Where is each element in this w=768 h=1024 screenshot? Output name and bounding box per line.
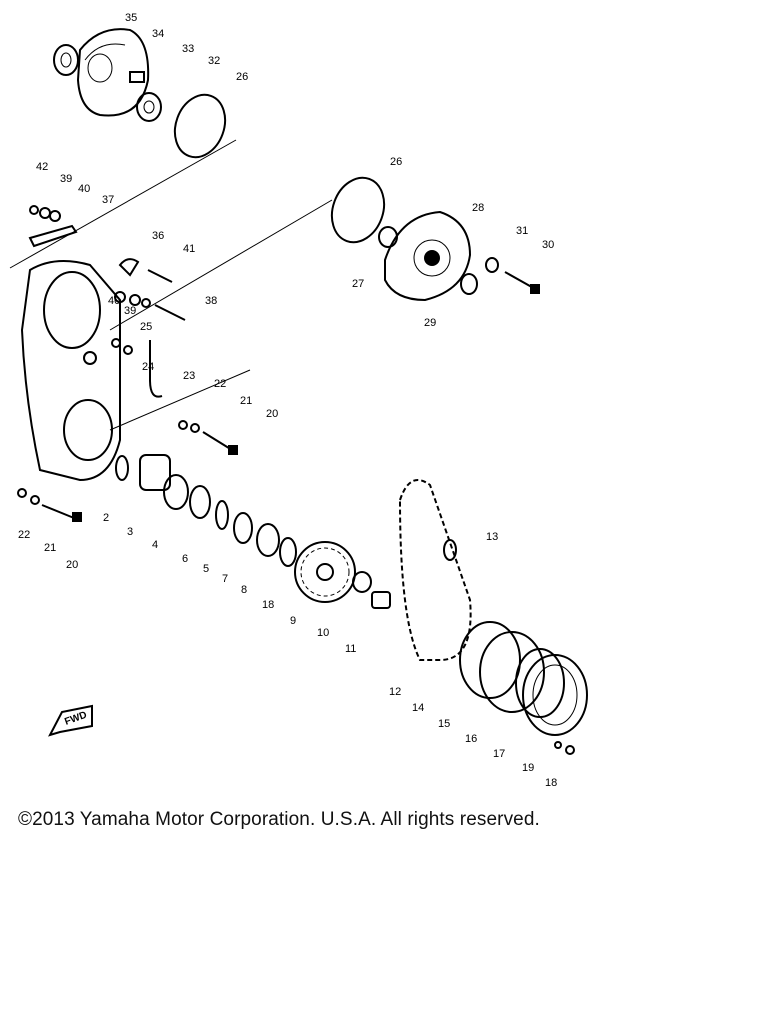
callout-28: 28 [472, 202, 484, 214]
callout-5: 5 [203, 563, 209, 575]
lever-23 [149, 340, 163, 398]
bushing-33 [129, 71, 145, 83]
ring-5 [215, 500, 229, 530]
link-13 [443, 539, 457, 561]
callout-23: 23 [183, 370, 195, 382]
bearing-4 [163, 474, 189, 510]
washer-10 [352, 571, 372, 593]
callout-14: 14 [412, 702, 424, 714]
callout-25: 25 [140, 321, 152, 333]
bolt-41 [147, 269, 173, 283]
callout-3: 3 [127, 526, 133, 538]
callout-24: 24 [142, 361, 154, 373]
shim-18 [279, 537, 297, 567]
shaft-stack [115, 454, 391, 609]
callout-22: 22 [18, 529, 30, 541]
callout-12: 12 [389, 686, 401, 698]
bearing-8 [256, 523, 280, 557]
callout-20: 20 [266, 408, 278, 420]
callout-32: 32 [208, 55, 220, 67]
callout-27: 27 [352, 278, 364, 290]
fwd-label: FWD [63, 710, 88, 728]
clip-36 [118, 258, 140, 277]
callout-19: 19 [522, 762, 534, 774]
seal-27 [378, 226, 398, 248]
callout-6: 6 [182, 553, 188, 565]
callout-9: 9 [290, 615, 296, 627]
callout-26: 26 [236, 71, 248, 83]
callout-22: 22 [214, 378, 226, 390]
callout-16: 16 [465, 733, 477, 745]
callout-21: 21 [240, 395, 252, 407]
callout-29: 29 [424, 317, 436, 329]
callout-37: 37 [102, 194, 114, 206]
rear-drum-group [459, 621, 588, 755]
callout-39: 39 [60, 173, 72, 185]
seal-29 [460, 273, 478, 295]
callout-33: 33 [182, 43, 194, 55]
callout-10: 10 [317, 627, 329, 639]
callout-15: 15 [438, 718, 450, 730]
outer-cover-group [9, 28, 237, 269]
drum-15 [479, 631, 545, 713]
o-ring-26-right [330, 176, 386, 244]
callout-4: 4 [152, 539, 158, 551]
callout-40: 40 [78, 183, 90, 195]
plate-14 [459, 621, 521, 699]
housing-28 [384, 210, 472, 302]
callout-17: 17 [493, 748, 505, 760]
plate-37 [28, 224, 78, 248]
spacer-7 [233, 512, 253, 544]
main-case [20, 260, 251, 482]
bearing-32 [136, 92, 162, 122]
callout-39: 39 [124, 305, 136, 317]
cover-17 [522, 654, 588, 736]
chain-12 [398, 479, 472, 661]
callout-36: 36 [152, 230, 164, 242]
copyright-notice: ©2013 Yamaha Motor Corporation. U.S.A. A… [18, 809, 540, 830]
nut-11 [371, 591, 391, 609]
callout-8: 8 [241, 584, 247, 596]
o-ring-26-top [173, 93, 227, 159]
diagram-canvas: 3534333226262831302729423940373641403938… [9, 12, 588, 789]
callout-20: 20 [66, 559, 78, 571]
callout-13: 13 [486, 531, 498, 543]
washer-31 [485, 257, 499, 273]
bearing-6 [189, 485, 211, 519]
callout-31: 31 [516, 225, 528, 237]
callout-labels: 3534333226262831302729423940373641403938… [18, 12, 557, 789]
bolt-set [17, 420, 238, 522]
callout-2: 2 [103, 512, 109, 524]
callout-34: 34 [152, 28, 164, 40]
callout-35: 35 [125, 12, 137, 24]
bolt-38 [154, 304, 186, 321]
chain-loop [398, 479, 472, 661]
sprocket-9 [294, 541, 356, 603]
bushing-3 [139, 454, 171, 491]
right-housing-group [109, 176, 540, 331]
callout-18: 18 [262, 599, 274, 611]
cover-34 [76, 28, 150, 117]
callout-21: 21 [44, 542, 56, 554]
callout-18: 18 [545, 777, 557, 789]
callout-42: 42 [36, 161, 48, 173]
callout-11: 11 [345, 643, 356, 655]
callout-41: 41 [183, 243, 195, 255]
callout-38: 38 [205, 295, 217, 307]
callout-30: 30 [542, 239, 554, 251]
callout-7: 7 [222, 573, 228, 585]
callout-26: 26 [390, 156, 402, 168]
callout-40: 40 [108, 295, 120, 307]
oil-seal-35 [53, 44, 79, 76]
fwd-arrow-icon [48, 704, 93, 737]
